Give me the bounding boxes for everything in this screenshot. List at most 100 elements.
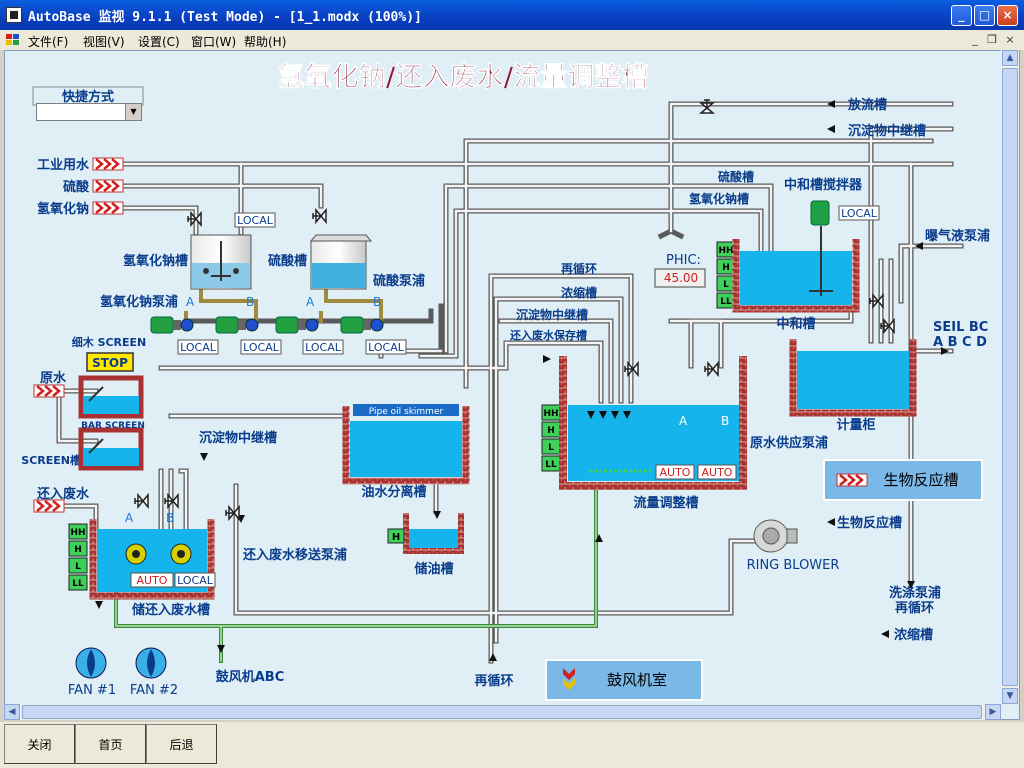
horizontal-scrollbar[interactable]: ◀ ▶ (4, 704, 1001, 720)
close-button[interactable]: 关闭 (4, 724, 75, 764)
oil-storage-label: 储油槽 (413, 561, 453, 577)
chevron-down-icon (563, 668, 575, 690)
pipe-label-acid: 硫酸槽 (718, 169, 754, 184)
scada-canvas: 氢氧化钠/还入废水/流量调整槽 工业用水 硫酸 氢氧化钠 原水 SCREEN槽 … (4, 50, 1020, 720)
level-l-label: L (75, 562, 81, 572)
home-button[interactable]: 首页 (75, 724, 146, 764)
vertical-scroll-thumb[interactable] (1002, 68, 1018, 686)
pump-b-label: B (246, 295, 254, 309)
scroll-up-button[interactable]: ▲ (1002, 50, 1018, 66)
menu-help[interactable]: 帮助(H) (244, 35, 287, 49)
inlet-arrow-icon (92, 201, 124, 215)
label-aeration-pump: 曝气液泵浦 (925, 228, 990, 244)
valve-icon[interactable] (624, 360, 639, 378)
label-bio-tank: 生物反应槽 (837, 515, 902, 531)
mdi-minimize-button[interactable]: _ (972, 33, 978, 46)
pipe-label-recycle: 再循环 (561, 261, 597, 276)
pump-icon (170, 543, 192, 565)
level-hh-label: HH (718, 246, 733, 256)
valve-icon[interactable] (187, 210, 202, 228)
valve-icon[interactable] (134, 492, 149, 510)
valve-icon[interactable] (225, 504, 240, 522)
flow-adjust-tank[interactable] (559, 356, 747, 490)
window-titlebar[interactable]: AutoBase 监视 9.1.1 (Test Mode) - [1_1.mod… (0, 0, 1024, 30)
inlet-arrow-icon (33, 499, 65, 513)
oil-separator[interactable] (342, 404, 470, 485)
auto-badge: AUTO (660, 466, 691, 479)
scroll-right-button[interactable]: ▶ (985, 704, 1001, 720)
menu-window[interactable]: 窗口(W) (191, 35, 237, 49)
label-recycle-right: 再循环 (895, 600, 934, 616)
valve-icon[interactable] (698, 99, 716, 114)
label-raw-water: 原水 (40, 370, 67, 386)
chevron-down-icon[interactable]: ▼ (125, 104, 141, 120)
arrow-right-icon (543, 355, 551, 363)
bar-screen (78, 375, 144, 471)
close-window-button[interactable]: × (997, 5, 1018, 26)
arrow-left-icon (827, 518, 835, 526)
arrow-down-icon (433, 511, 441, 519)
oil-separator-label: 油水分离槽 (361, 484, 426, 500)
naoh-tank-label: 氢氧化钠槽 (123, 253, 188, 269)
level-ll-indicator (68, 574, 88, 591)
local-badge: LOCAL (237, 214, 274, 227)
ring-blower-icon[interactable] (753, 519, 798, 553)
mdi-close-button[interactable]: × (1005, 33, 1015, 46)
scroll-down-button[interactable]: ▼ (1002, 688, 1018, 704)
scroll-left-button[interactable]: ◀ (4, 704, 20, 720)
fine-screen-label: 细木 SCREEN (72, 335, 147, 349)
neutral-tank[interactable] (732, 200, 860, 313)
return-storage-controls: AUTO LOCAL (130, 572, 216, 588)
dosing-pumps[interactable] (150, 316, 384, 334)
horizontal-scroll-thumb[interactable] (22, 705, 982, 719)
shortcut-label: 快捷方式 (62, 89, 114, 105)
arrow-down-icon (200, 453, 208, 461)
menu-view[interactable]: 视图(V) (83, 35, 125, 49)
label-wash-pump: 洗涤泵浦 (889, 585, 941, 601)
minimize-button[interactable]: _ (951, 5, 972, 26)
footer-bar: 关闭 首页 后退 (0, 722, 1024, 768)
valve-icon[interactable] (312, 207, 327, 225)
valves[interactable] (134, 99, 895, 522)
valve-icon[interactable] (880, 317, 895, 335)
vertical-scrollbar[interactable]: ▲ ▼ (1001, 50, 1019, 704)
level-hh-indicator (68, 523, 88, 540)
neutral-tank-label: 中和槽 (776, 316, 815, 332)
valve-icon[interactable] (704, 360, 719, 378)
level-h-indicator: H (392, 532, 400, 543)
level-l-indicator (68, 557, 88, 574)
fan2-icon[interactable] (135, 647, 167, 679)
valve-icon[interactable] (869, 292, 884, 310)
pump-a-label: A (306, 295, 315, 309)
local-badge: LOCAL (305, 341, 342, 354)
fan1-icon[interactable] (75, 647, 107, 679)
menu-settings[interactable]: 设置(C) (138, 35, 180, 49)
blower-room-button[interactable]: 鼓风机室 (545, 659, 703, 701)
stop-button[interactable]: STOP (86, 352, 134, 372)
arrow-left-icon (827, 125, 835, 133)
level-l-label: L (548, 443, 554, 453)
naoh-tank[interactable] (190, 234, 252, 290)
label-concentrate-right: 浓缩槽 (894, 627, 933, 643)
oil-storage-tank[interactable] (387, 513, 464, 554)
local-badge: LOCAL (841, 207, 878, 220)
acid-pump-label: 硫酸泵浦 (373, 273, 425, 289)
back-button[interactable]: 后退 (146, 724, 217, 764)
menu-file[interactable]: 文件(F) (28, 35, 69, 49)
level-h-label: H (74, 545, 82, 555)
level-ll-label: LL (545, 460, 557, 470)
maximize-button[interactable]: □ (974, 5, 995, 26)
label-industrial-water: 工业用水 (37, 157, 90, 173)
bio-reaction-button[interactable]: 生物反应槽 (823, 459, 983, 501)
acid-tank[interactable] (309, 234, 373, 290)
valve-icon[interactable] (164, 492, 179, 510)
inlet-arrows (33, 157, 124, 513)
phic-display[interactable]: 45.00 (654, 268, 706, 288)
neutral-mixer-label: 中和槽搅拌器 (784, 177, 863, 193)
mdi-restore-button[interactable]: ❐ (987, 33, 997, 46)
shortcut-select[interactable]: ▼ (36, 103, 142, 121)
svg-text:生物反应槽: 生物反应槽 (883, 471, 958, 489)
level-ll-label: LL (720, 297, 732, 307)
metering-tank[interactable] (789, 339, 917, 417)
